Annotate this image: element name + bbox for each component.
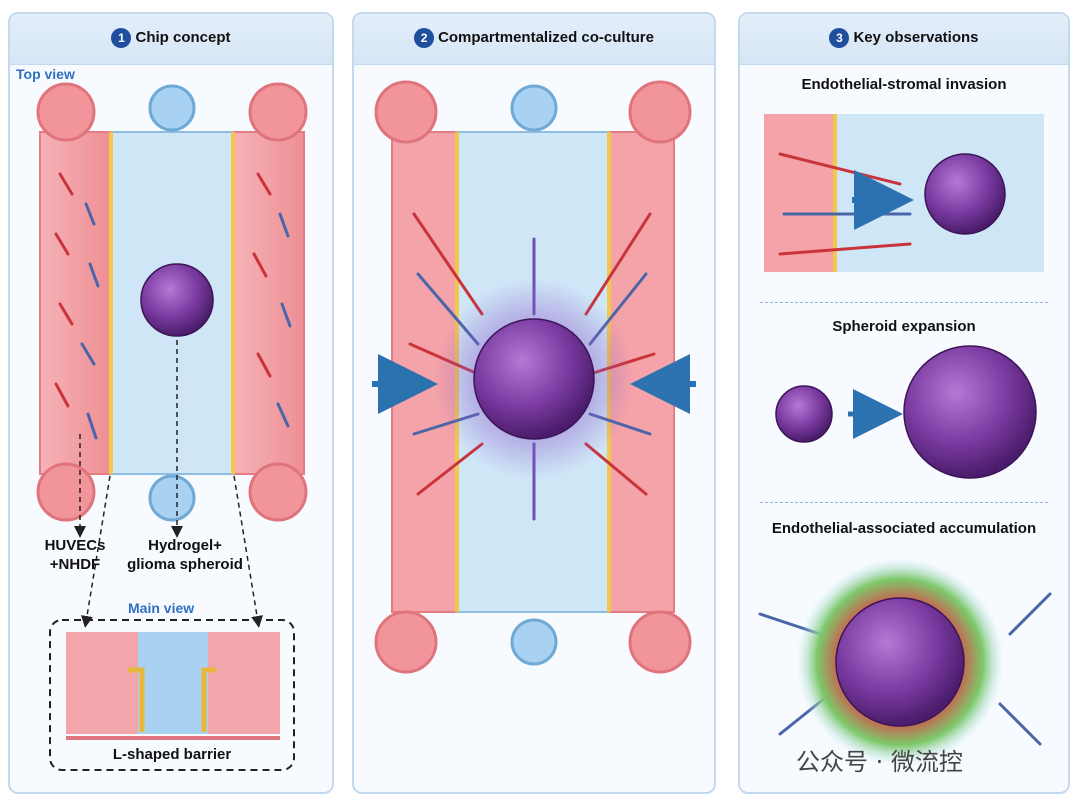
glioma-spheroid xyxy=(140,263,214,337)
main-view-label: Main view xyxy=(128,600,195,616)
spheroid-accumulation xyxy=(835,597,965,727)
chip-top-view-diagram xyxy=(36,82,308,771)
right-cell-channel xyxy=(233,131,305,475)
spheroid xyxy=(924,153,1006,235)
observations-diagram xyxy=(758,114,1052,766)
panel-number-badge: 3 xyxy=(829,28,850,48)
outlet-port xyxy=(374,610,438,674)
panel-title: Compartmentalized co-culture xyxy=(438,29,654,46)
spheroid-large xyxy=(903,345,1037,479)
inlet-port xyxy=(248,82,308,142)
separator xyxy=(760,302,1048,303)
inlet-port xyxy=(628,80,692,144)
outlet-port xyxy=(628,610,692,674)
observation-1-title: Endothelial-stromal invasion xyxy=(801,76,1007,93)
panel-title: Chip concept xyxy=(135,29,231,46)
main-view-box xyxy=(49,619,295,771)
l-barrier-left xyxy=(128,667,145,732)
gel-port xyxy=(510,618,558,666)
main-view-red-left xyxy=(66,632,138,734)
hydrogel-label: Hydrogel+ glioma spheroid xyxy=(127,537,243,573)
invasion-red-zone xyxy=(764,114,834,272)
gel-port xyxy=(148,474,196,522)
top-view-label: Top view xyxy=(16,66,75,82)
dashed-arrow xyxy=(233,475,263,628)
main-view-red-right xyxy=(208,632,280,734)
main-view-blue-center xyxy=(138,632,208,734)
panel-title: Key observations xyxy=(853,29,979,46)
panel-number-badge: 2 xyxy=(414,28,435,48)
outlet-port xyxy=(248,462,308,522)
coculture-diagram xyxy=(372,80,696,674)
dashed-arrow xyxy=(81,475,111,628)
observation-2-title: Spheroid expansion xyxy=(832,318,976,335)
gel-port xyxy=(510,84,558,132)
left-cell-channel xyxy=(39,131,111,475)
separator xyxy=(760,502,1048,503)
cell-cluster-right xyxy=(252,172,292,428)
watermark: 公众号 · 微流控 xyxy=(796,748,963,776)
outlet-port xyxy=(36,462,96,522)
glioma-spheroid xyxy=(473,318,595,440)
spheroid-small xyxy=(775,385,833,443)
panel-number-badge: 1 xyxy=(111,28,132,48)
l-barrier-right xyxy=(201,667,216,732)
gel-port xyxy=(148,84,196,132)
l-barrier-label: L-shaped barrier xyxy=(112,746,232,763)
inlet-port xyxy=(374,80,438,144)
huvec-label: HUVECs +NHDF xyxy=(44,537,106,573)
observation-3-title: Endothelial-associated accumulation xyxy=(771,520,1037,537)
cell-cluster-left xyxy=(54,172,100,440)
inlet-port xyxy=(36,82,96,142)
